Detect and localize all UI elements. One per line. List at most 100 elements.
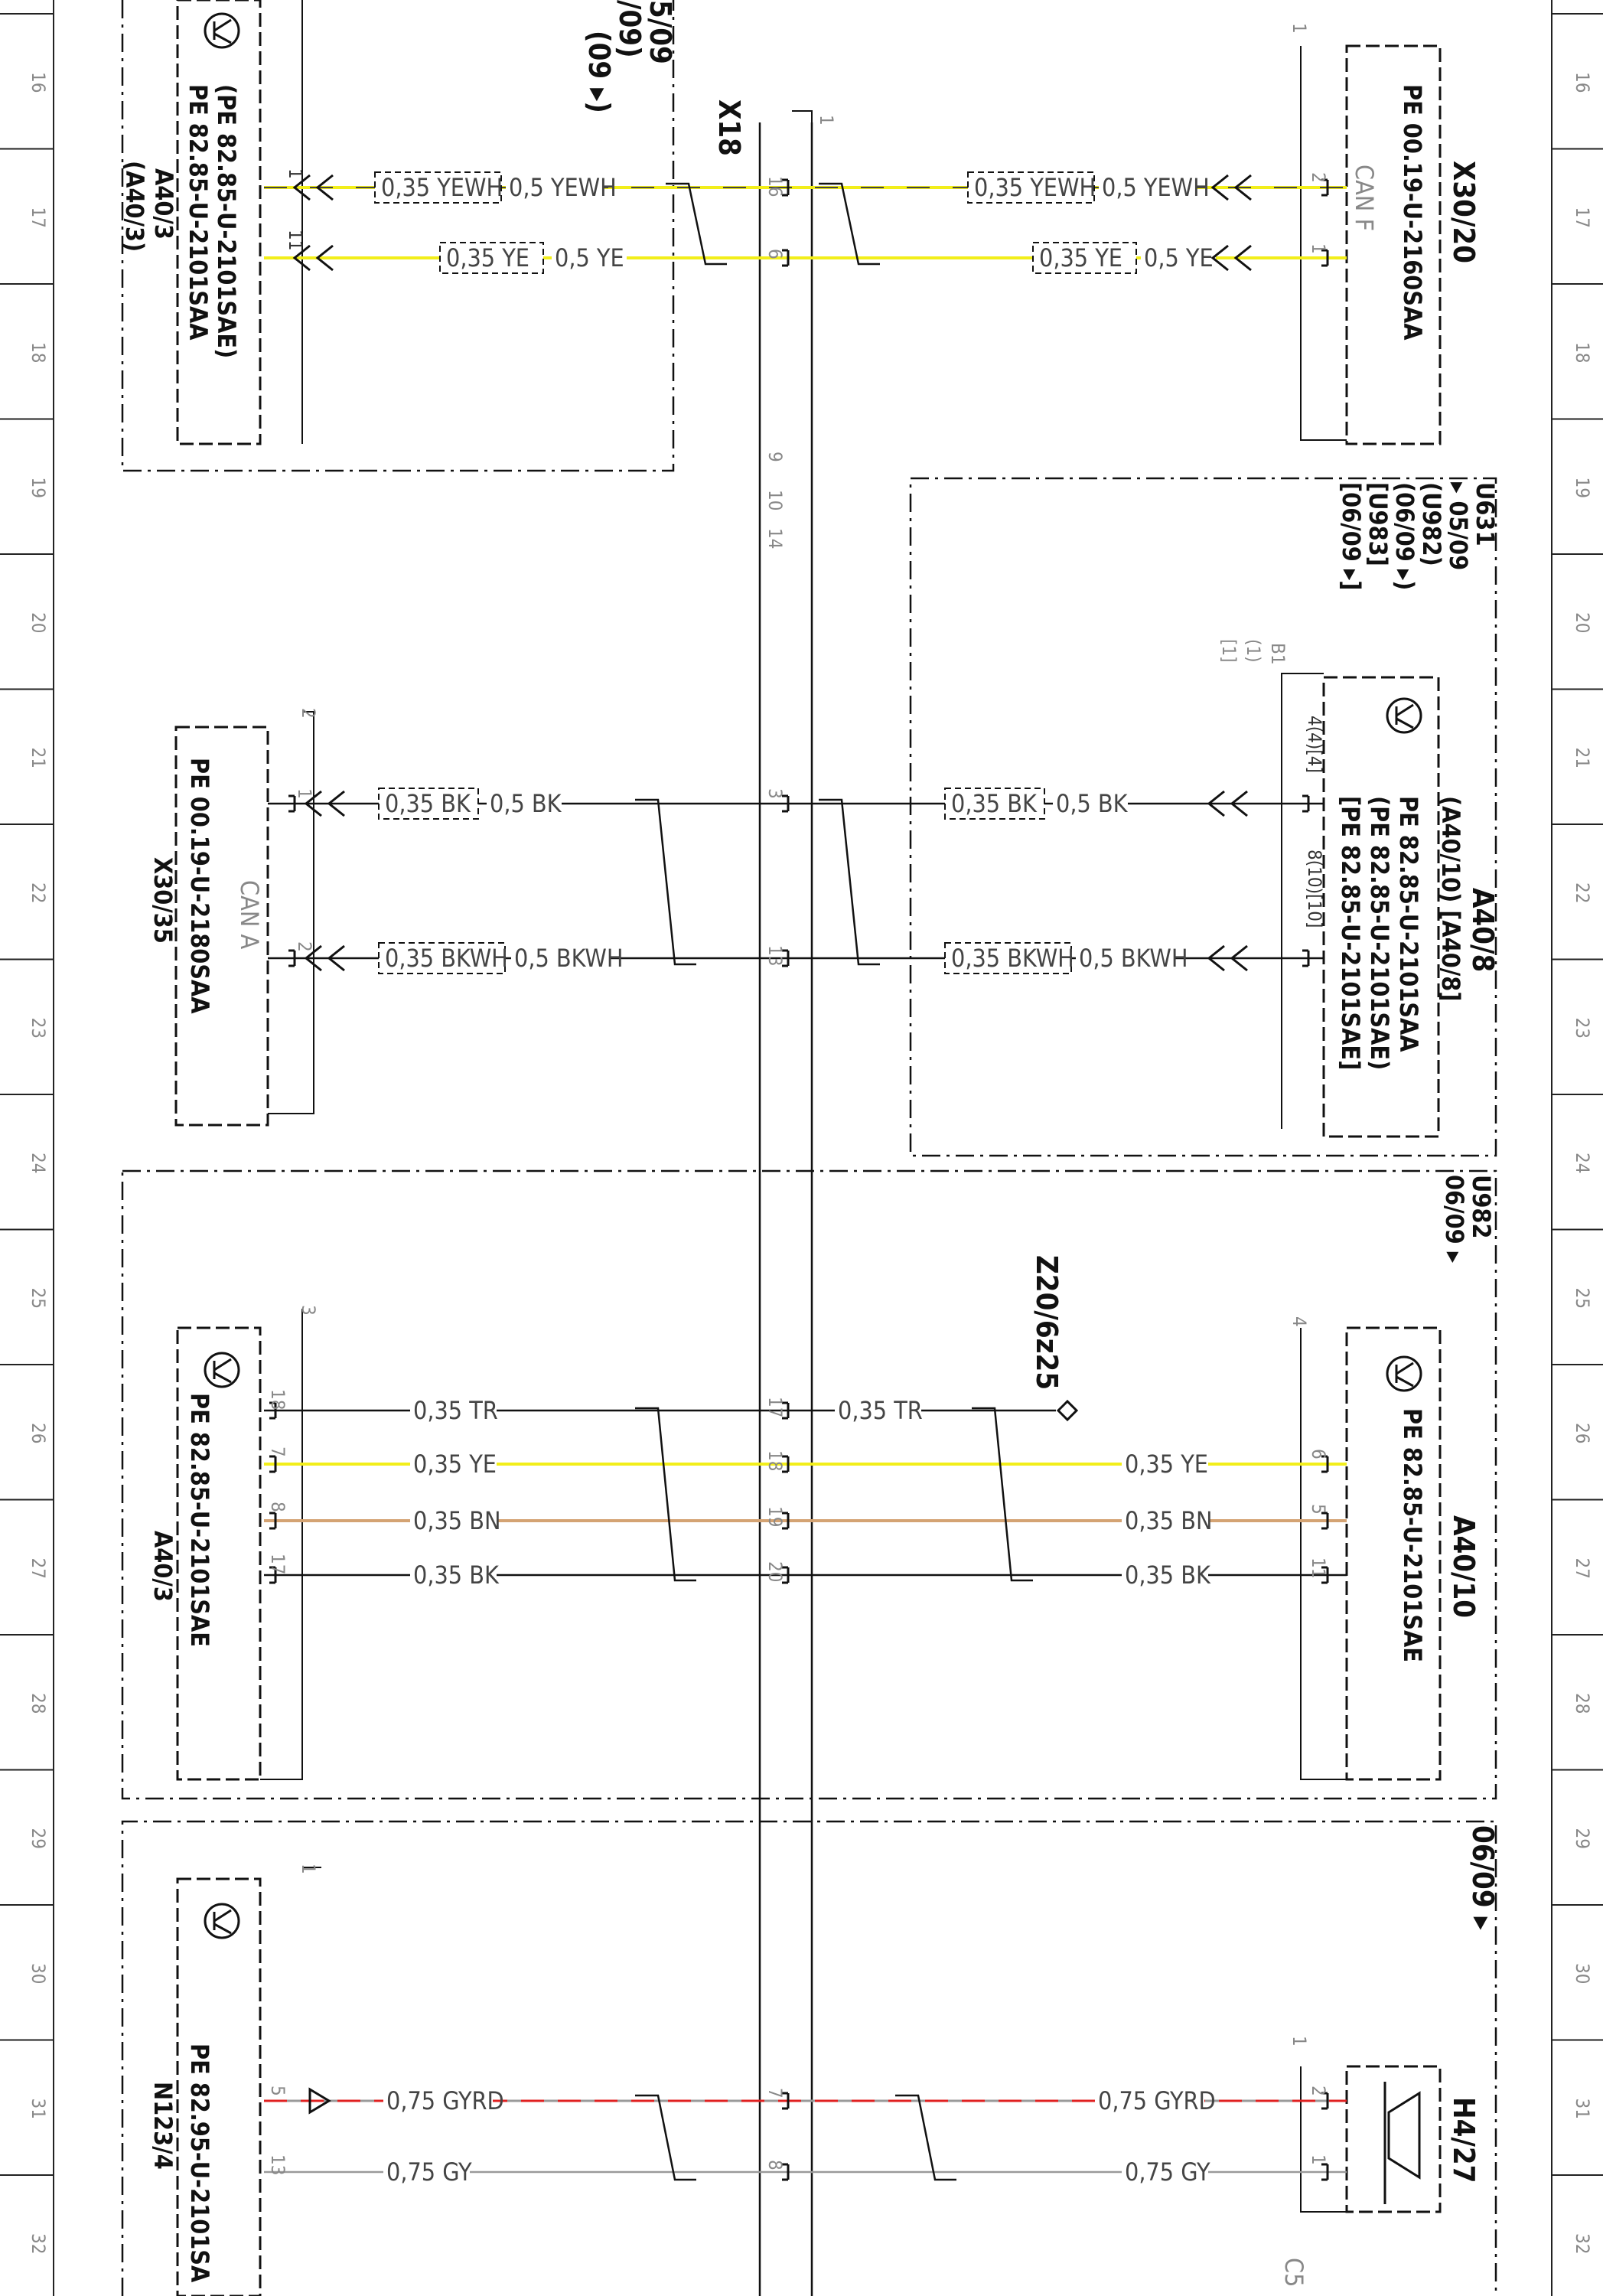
diode-icon	[308, 2087, 331, 2115]
transistor-icon	[1386, 1355, 1422, 1392]
x18-pin-number: 10	[764, 490, 786, 510]
label-bk-l-box	[378, 788, 479, 820]
label-yewh-l-box	[374, 171, 502, 204]
label-bkwh-r-bg	[511, 943, 609, 974]
x18-label: X18	[712, 99, 746, 156]
connector-icon	[1210, 244, 1252, 272]
u631-note-0: U631	[1471, 482, 1500, 546]
cable-branch-mark	[666, 182, 727, 266]
a40-3-top-pin1: 1	[285, 168, 306, 179]
label-yewh-r-text: 0,5 YEWH	[509, 173, 617, 202]
label-bk-r2-text: 0,5 BK	[1056, 789, 1129, 818]
x18-pin-number: 9	[764, 452, 786, 462]
a40-3-mid-label: A40/3	[148, 1531, 178, 1602]
cable-branch-mark	[972, 1407, 1033, 1582]
connector-icon	[304, 944, 345, 972]
x30-35-bracket	[268, 711, 314, 1114]
label-gyrd-r-bg	[1095, 2086, 1204, 2116]
a40-10-pin-mark	[1321, 1455, 1329, 1473]
x30-35-pin-number: 2	[294, 941, 315, 952]
a40-3-top-block: PE 82.85-U-2101SAA (PE 82.85-U-2101SAE) …	[120, 0, 675, 472]
b1-note-1: (1)	[1243, 639, 1264, 663]
grid-number-right: 27	[1572, 1558, 1593, 1579]
block-number: 1	[298, 1864, 319, 1874]
u982-note-0: U982	[1467, 1175, 1496, 1238]
a40-8-bracket	[1281, 673, 1324, 1129]
x18-pin-number: 6	[764, 249, 786, 259]
a40-3-pin-mark	[269, 1512, 277, 1530]
cable-branch-mark	[635, 798, 696, 966]
a40-3-mid-pin-number: 17	[267, 1554, 288, 1574]
grid-number-left: 28	[28, 1693, 49, 1714]
grid-number-right: 26	[1572, 1423, 1593, 1443]
a40-8-pin8: 8(10)[10]	[1304, 850, 1325, 928]
grid-number-left: 17	[28, 207, 49, 228]
label-bkwh-r2-bg	[1076, 943, 1174, 974]
grid-number-right: 31	[1572, 2099, 1593, 2119]
x30-35-pin-mark	[288, 949, 296, 967]
grid-number-left: 32	[28, 2233, 49, 2254]
x18-pin-number: 13	[764, 945, 786, 966]
grid-number-right: 25	[1572, 1288, 1593, 1309]
grid-number-left: 29	[28, 1828, 49, 1849]
grid-number-right: 20	[1572, 612, 1593, 633]
cable-branch-mark	[819, 798, 880, 966]
a40-3-mid-bracket	[260, 1309, 303, 1780]
a40-8-pe3: [PE 82.85-U-2101SAE]	[1336, 796, 1365, 1070]
label-bk-r-bg	[487, 788, 562, 819]
grid-number-right: 28	[1572, 1693, 1593, 1714]
connector-icon	[1207, 790, 1248, 817]
label-mid-r-text: 0,35 YE	[1125, 1450, 1208, 1479]
connector-icon	[1210, 174, 1252, 201]
grid-number-right: 17	[1572, 207, 1593, 228]
cable-branch-mark	[819, 182, 880, 266]
bottom-block: PE 82.95-U-2101SA N123/4 H4/27 06/09 ▸ C…	[121, 1820, 1500, 2296]
x18-pin-number: 14	[764, 528, 786, 549]
label-bkwh-r-text: 0,5 BKWH	[514, 944, 624, 973]
b1-note-0: B1	[1267, 643, 1289, 665]
grid-number-left: 24	[28, 1153, 49, 1173]
x18-connector: X18 1	[712, 99, 837, 2296]
a40-8-pin4: 4(4)[4]	[1304, 716, 1325, 773]
x30-20-pin-mark	[1321, 178, 1329, 197]
a40-10-pin-number: 6	[1308, 1449, 1329, 1459]
label-mid-l-text: 0,35 BK	[413, 1561, 500, 1590]
a40-10-pin-number: 11	[1308, 1557, 1329, 1578]
u982-note-1: 06/09 ▸	[1440, 1175, 1469, 1264]
a40-10-pin-number: 5	[1308, 1504, 1329, 1515]
label-mid-l-bg	[410, 1560, 497, 1590]
block-number: 1	[1289, 2036, 1310, 2047]
x30-35-bus: CAN A	[235, 880, 264, 949]
a40-10-label: A40/10	[1447, 1515, 1481, 1618]
a40-3-mid-pin-number: 18	[267, 1389, 288, 1410]
grid-number-left: 31	[28, 2099, 49, 2119]
label-gyrd-r-text: 0,75 GYRD	[1098, 2086, 1216, 2115]
n123-4-pe: PE 82.95-U-2101SA	[185, 2043, 214, 2283]
grid-ticks	[0, 13, 1603, 2176]
h4-27-pin-number: 1	[1308, 2154, 1329, 2165]
h4-27-pin-mark	[1321, 2163, 1329, 2181]
n123-4-box	[176, 1877, 262, 2296]
grid-number-right: 29	[1572, 1828, 1593, 1849]
x18-num: 1	[816, 115, 837, 126]
a40-8-block: A40/8 (A40/10) [A40/8] PE 82.85-U-2101SA…	[909, 477, 1500, 1157]
grid-number-left: 20	[28, 612, 49, 633]
z20-splice-icon	[1056, 1399, 1079, 1422]
label-ye-l-text: 0,35 YE	[446, 243, 529, 272]
label-mid-r-text: 0,35 BN	[1125, 1506, 1213, 1535]
label-yewh-r2-bg	[1099, 172, 1197, 203]
h4-27-pin-mark	[1321, 2092, 1329, 2110]
label-bkwh-l2-box	[944, 942, 1072, 974]
label-yewh-l2-text: 0,35 YEWH	[974, 173, 1096, 202]
label-ye-r2-bg	[1141, 243, 1216, 273]
a40-3-mid-box	[176, 1326, 262, 1781]
